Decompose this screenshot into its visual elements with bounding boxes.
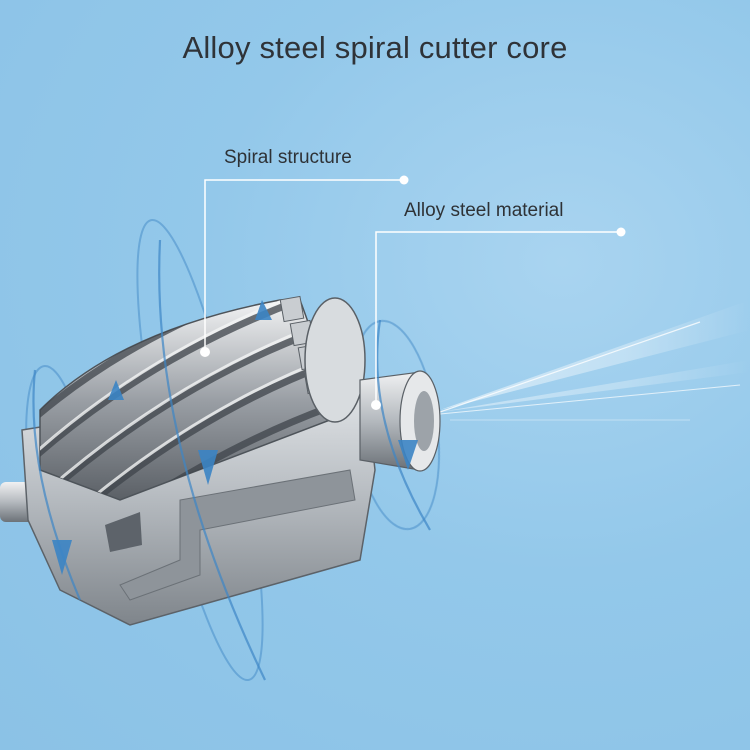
callout-spiral-structure: Spiral structure xyxy=(224,147,352,168)
rotation-arrow xyxy=(52,300,418,575)
leader-line-alloy xyxy=(375,231,621,405)
output-shaft xyxy=(359,370,441,472)
leader-line-spiral xyxy=(204,179,404,352)
end-cap xyxy=(304,297,366,423)
light-beam xyxy=(439,300,750,421)
callout-alloy-steel-material: Alloy steel material xyxy=(404,200,564,221)
page-title: Alloy steel spiral cutter core xyxy=(182,30,568,65)
